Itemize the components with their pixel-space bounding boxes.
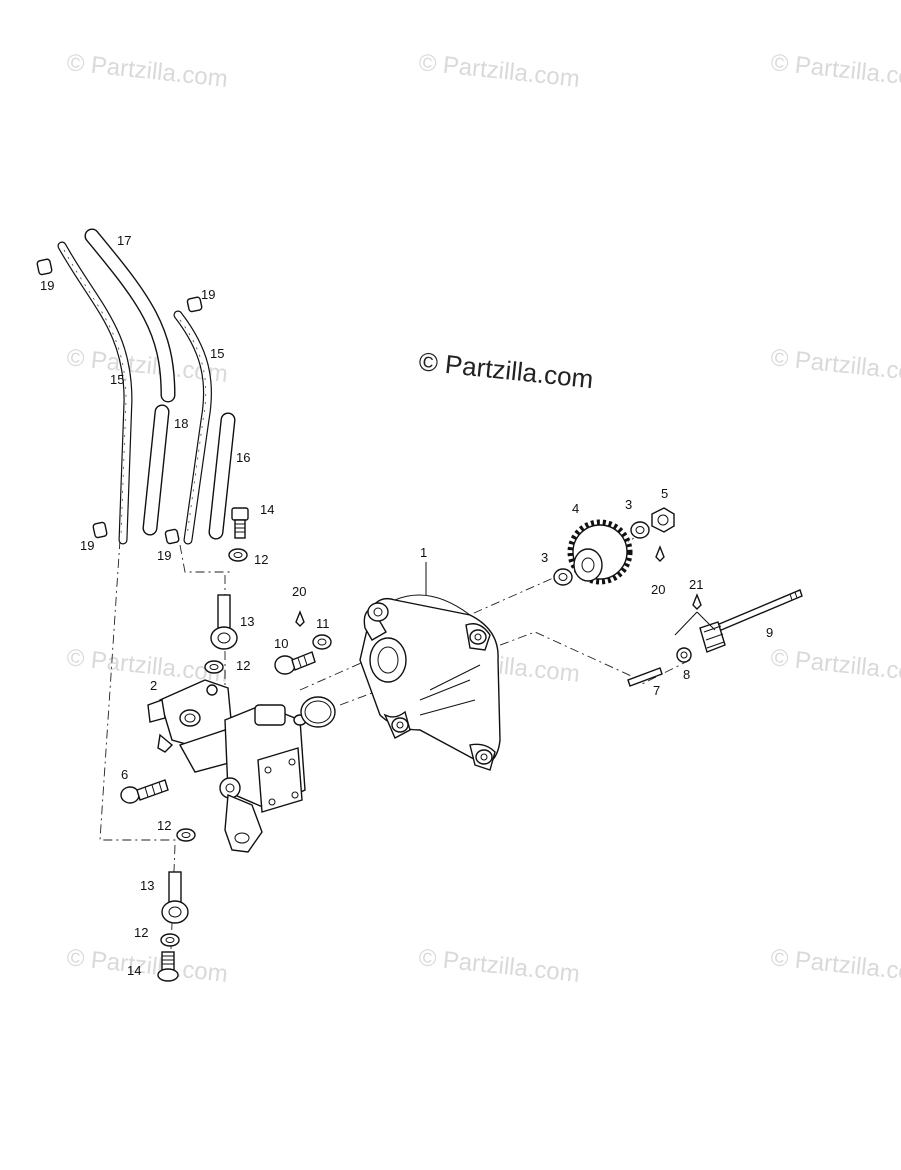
callout-20: 20	[651, 582, 665, 597]
hose-15-right	[173, 310, 212, 545]
banjo-bolt-icon	[157, 951, 179, 982]
callout-leader	[674, 611, 716, 636]
screw-icon	[120, 779, 169, 804]
callout-16: 16	[236, 450, 250, 465]
hose-16	[208, 412, 236, 540]
washer-icon	[553, 568, 573, 586]
watermark: © Partzilla.com	[65, 49, 229, 93]
washer-icon	[228, 548, 248, 562]
callout-15: 15	[110, 372, 124, 387]
callout-20: 20	[292, 584, 306, 599]
hose-clip-icon	[36, 258, 53, 276]
watermark: © Partzilla.com	[769, 344, 901, 388]
callout-19: 19	[40, 278, 54, 293]
hose-15-left	[57, 241, 133, 545]
drive-gear-icon	[699, 621, 726, 653]
callout-12: 12	[236, 658, 250, 673]
callout-19: 19	[80, 538, 94, 553]
callouts: 1 2 3 3 4 5 6 7 8 9 10 11 12 12 12 12 13…	[40, 233, 773, 978]
callout-6: 6	[121, 767, 128, 782]
callout-7: 7	[653, 683, 660, 698]
callout-21: 21	[689, 577, 703, 592]
pin-icon	[692, 593, 702, 610]
o-ring-icon	[300, 696, 336, 728]
callout-2: 2	[150, 678, 157, 693]
watermark: © Partzilla.com	[417, 944, 581, 988]
washer-icon	[676, 647, 692, 663]
watermark: © Partzilla.com	[769, 944, 901, 988]
callout-9: 9	[766, 625, 773, 640]
callout-4: 4	[572, 501, 579, 516]
watermark: © Partzilla.com	[769, 644, 901, 688]
washer-icon	[312, 634, 332, 650]
watermark-center: © Partzilla.com	[417, 346, 594, 394]
callout-14: 14	[127, 963, 141, 978]
callout-14: 14	[260, 502, 274, 517]
banjo-bolt-icon	[231, 507, 249, 539]
callout-12: 12	[157, 818, 171, 833]
hose-clip-icon	[164, 528, 180, 545]
callout-19: 19	[201, 287, 215, 302]
nut-icon	[651, 507, 675, 533]
bolt-icon	[274, 651, 316, 675]
callout-15: 15	[210, 346, 224, 361]
callout-12: 12	[134, 925, 148, 940]
callout-13: 13	[240, 614, 254, 629]
callout-12: 12	[254, 552, 268, 567]
pin-icon	[295, 610, 305, 627]
washer-icon	[204, 660, 224, 674]
hose-clip-icon	[92, 521, 108, 539]
pin-icon	[627, 667, 663, 687]
oil-pump-body	[147, 679, 307, 853]
watermark: © Partzilla.com	[769, 49, 901, 93]
callout-19: 19	[157, 548, 171, 563]
hose-18	[142, 404, 170, 536]
callout-17: 17	[117, 233, 131, 248]
callout-11: 11	[316, 616, 330, 631]
pump-cover	[359, 594, 501, 771]
callout-1: 1	[420, 545, 427, 560]
callout-13: 13	[140, 878, 154, 893]
gear-icon	[567, 519, 633, 585]
washer-icon	[176, 828, 196, 842]
callout-8: 8	[683, 667, 690, 682]
banjo-fitting-icon	[210, 594, 238, 650]
callout-18: 18	[174, 416, 188, 431]
banjo-fitting-icon	[161, 871, 189, 924]
pin-icon	[655, 545, 665, 562]
watermark: © Partzilla.com	[65, 944, 229, 988]
hose-17	[84, 228, 176, 403]
callout-3: 3	[625, 497, 632, 512]
callout-5: 5	[661, 486, 668, 501]
callout-10: 10	[274, 636, 288, 651]
washer-icon	[160, 933, 180, 947]
watermark: © Partzilla.com	[417, 49, 581, 93]
washer-icon	[630, 521, 650, 539]
callout-3: 3	[541, 550, 548, 565]
hose-clip-icon	[186, 296, 203, 313]
